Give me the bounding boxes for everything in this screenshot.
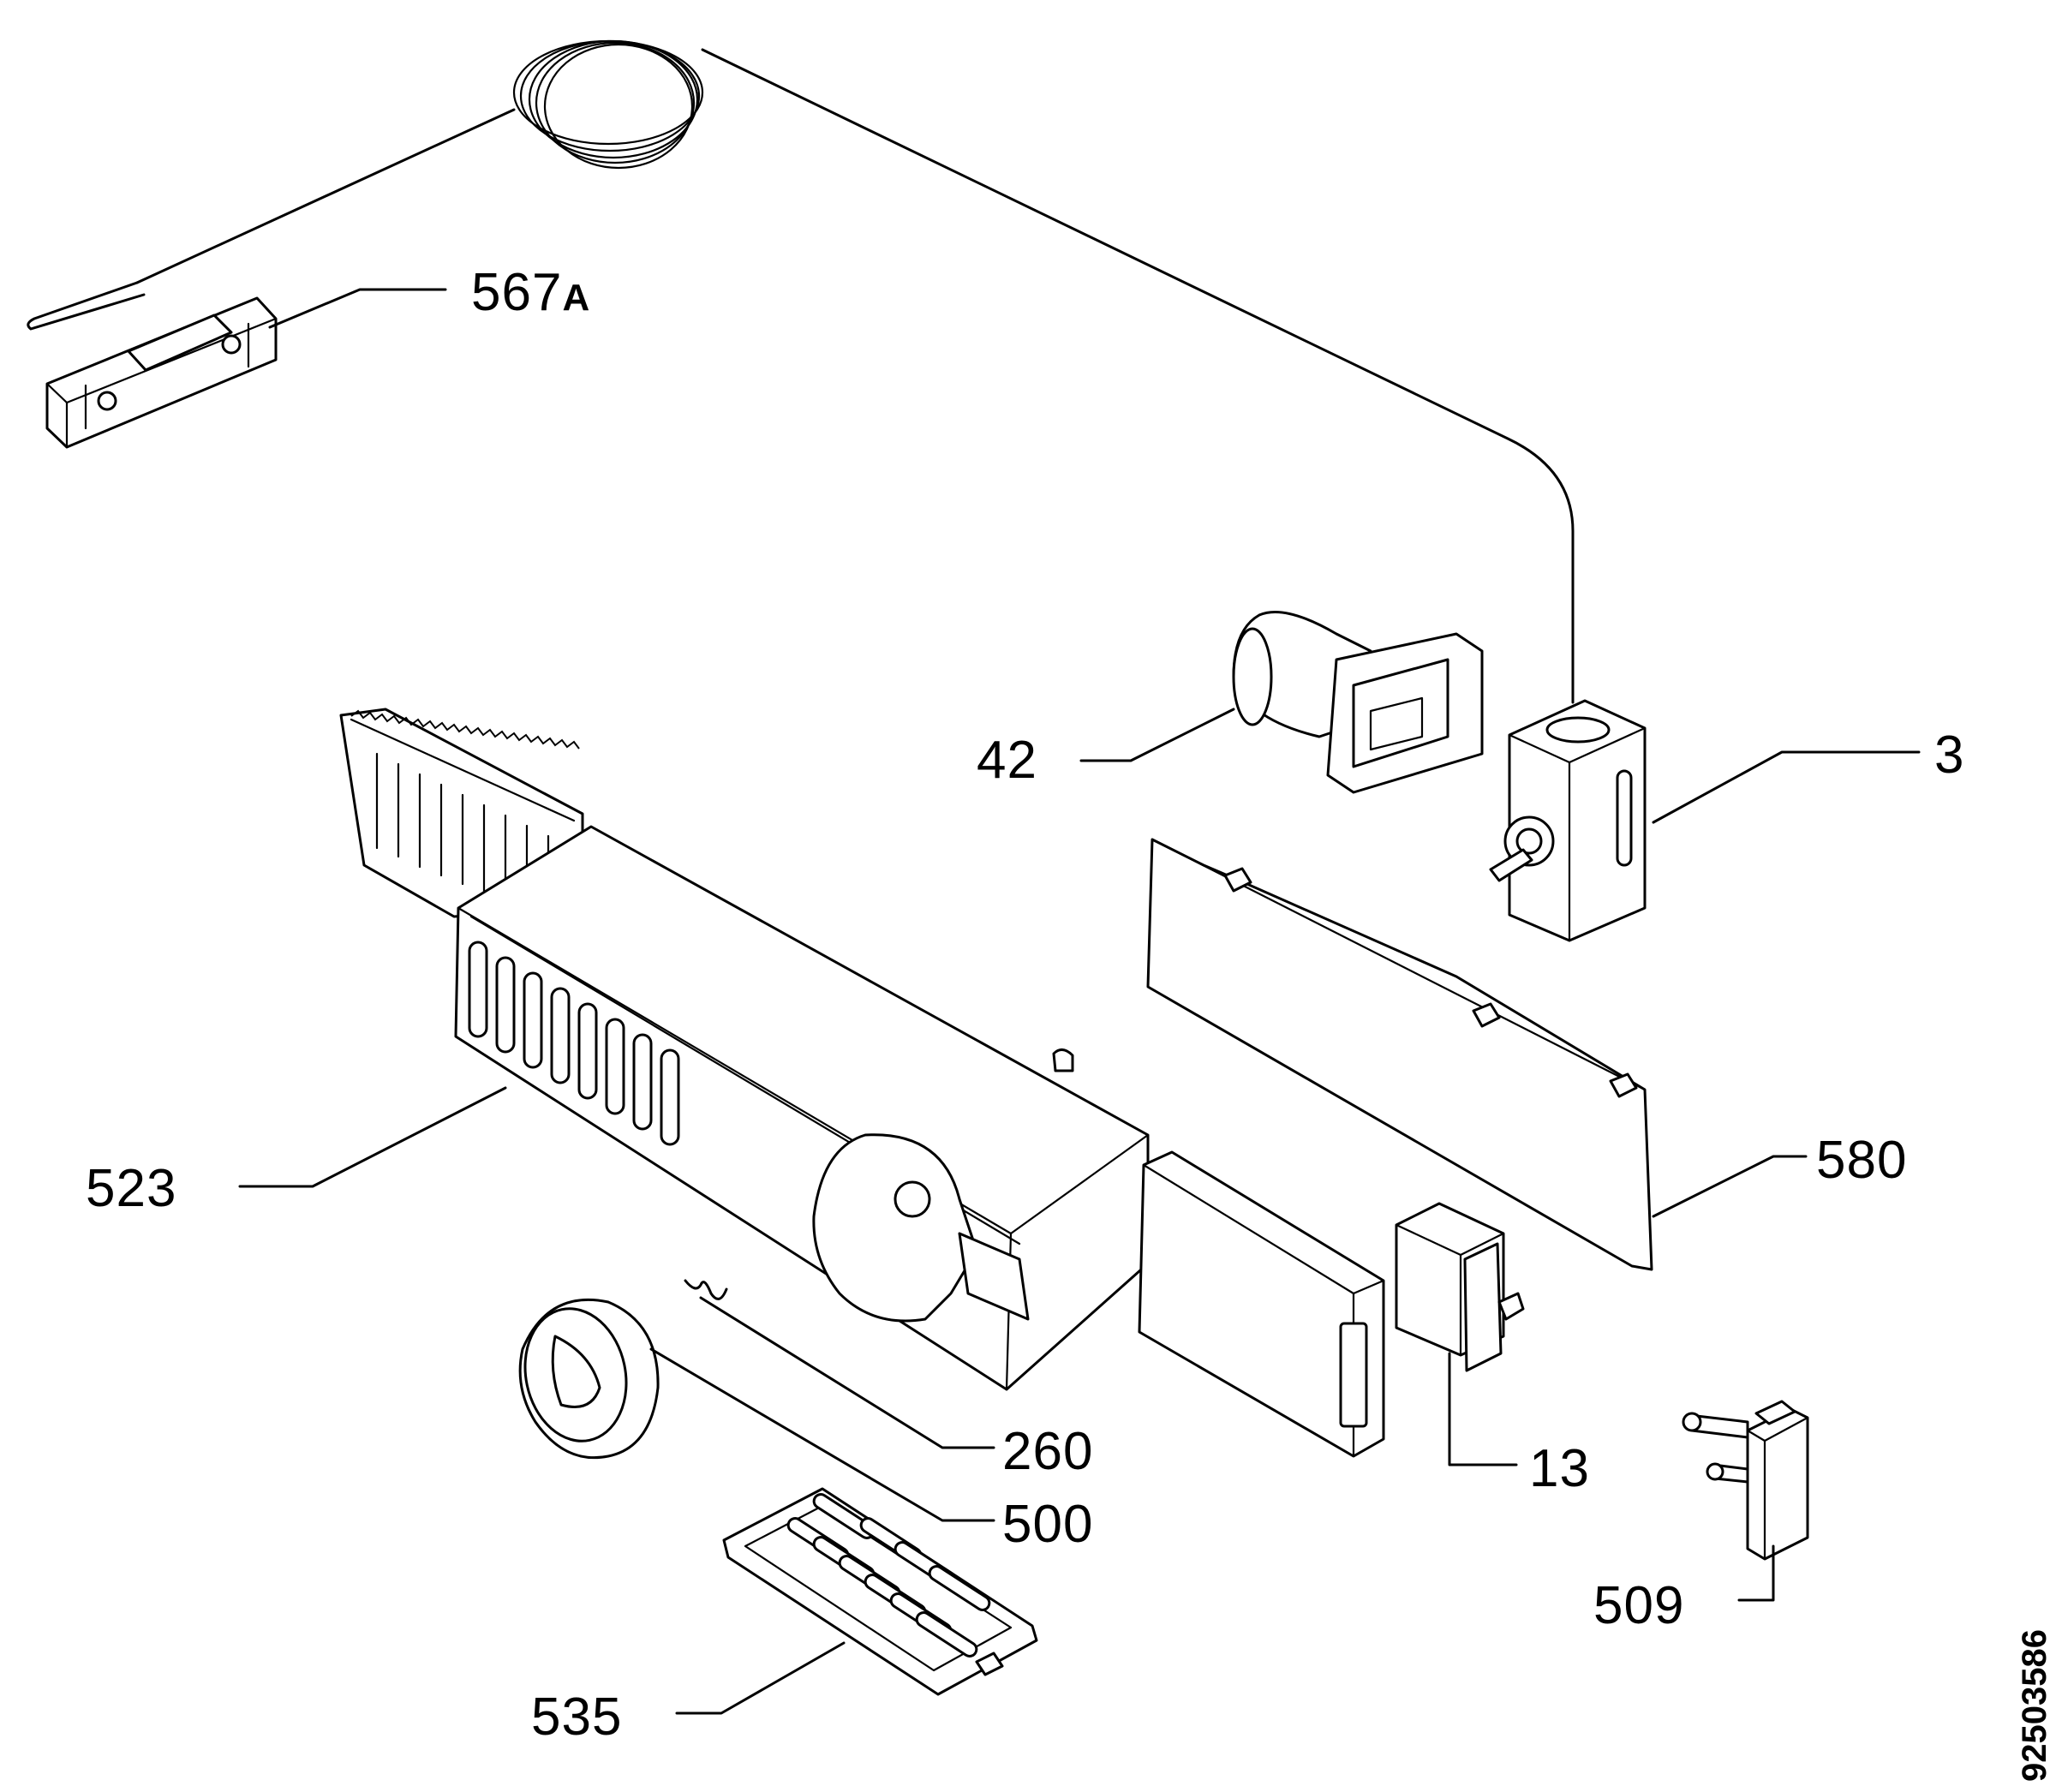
part-567a-sensor-clip <box>27 39 1575 704</box>
capillary-tube <box>701 48 1575 704</box>
leader-523 <box>238 1086 507 1188</box>
leader-42 <box>1079 708 1235 762</box>
capillary-probe-line <box>135 108 516 284</box>
part-500-knob <box>518 1298 995 1522</box>
leader-500 <box>649 1347 995 1522</box>
leader-509 <box>1737 1544 1775 1602</box>
callout-523: 523 <box>86 1159 176 1218</box>
callout-509: 509 <box>1593 1576 1684 1635</box>
front-vent-slots <box>468 941 680 1146</box>
leader-3 <box>1652 750 1921 824</box>
lamp-diffuser <box>1138 1150 1385 1458</box>
part-13-switch <box>1395 1202 1525 1466</box>
capillary-coil <box>512 39 704 170</box>
leader-535 <box>675 1641 846 1715</box>
part-535-grille <box>675 1487 1038 1715</box>
part-509-pin-switch <box>1682 1400 1809 1602</box>
callout-3: 3 <box>1934 726 1964 785</box>
part-260-spring <box>684 1279 995 1449</box>
callout-42: 42 <box>977 731 1037 790</box>
callout-567a: 567A <box>471 263 590 322</box>
callout-260: 260 <box>1002 1422 1093 1481</box>
leader-13 <box>1448 1352 1518 1466</box>
leader-260 <box>699 1296 995 1449</box>
grille-slots <box>786 1493 991 1658</box>
callout-500: 500 <box>1002 1495 1093 1554</box>
sensor-clip-567a <box>45 296 278 449</box>
callout-13: 13 <box>1529 1439 1590 1498</box>
part-523-housing <box>238 708 1150 1391</box>
callout-580: 580 <box>1816 1131 1907 1190</box>
part-3-thermostat <box>1489 699 1921 942</box>
part-580-cover-panel <box>1146 838 1808 1271</box>
callout-535: 535 <box>531 1687 622 1747</box>
document-number: 92503586 <box>2016 1629 2053 1782</box>
leader-580 <box>1652 1155 1808 1218</box>
leader-567a <box>268 288 447 329</box>
part-42-lamp-holder <box>1079 611 1484 794</box>
